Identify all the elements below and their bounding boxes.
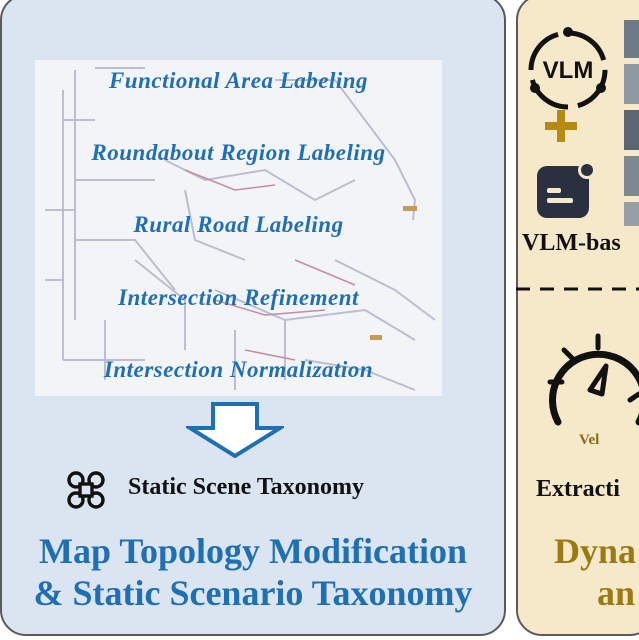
velocity-label: Vel xyxy=(579,432,600,448)
plus-icon xyxy=(545,110,577,142)
static-scene-taxonomy-label: Static Scene Taxonomy xyxy=(128,474,365,500)
image-thumbnails xyxy=(624,20,639,226)
vlm-based-label: VLM-bas xyxy=(522,230,621,256)
speedometer-icon xyxy=(547,333,639,426)
vlm-icon-text: VLM xyxy=(543,57,594,84)
dynamic-analysis-panel xyxy=(516,0,639,636)
section-divider xyxy=(516,287,639,291)
step-roundabout-region: Roundabout Region Labeling xyxy=(91,140,386,165)
left-title-line1: Map Topology Modification xyxy=(38,531,468,571)
document-icon xyxy=(537,161,596,218)
left-title-line2: & Static Scenario Taxonomy xyxy=(33,573,473,613)
step-functional-area: Functional Area Labeling xyxy=(108,68,369,93)
labeling-steps: Functional Area Labeling Roundabout Regi… xyxy=(35,60,442,396)
down-arrow-icon xyxy=(186,402,284,458)
step-intersection-normalization: Intersection Normalization xyxy=(103,357,374,382)
command-key-icon xyxy=(67,471,105,509)
extraction-label: Extracti xyxy=(536,476,620,502)
right-title-line2: an xyxy=(597,573,636,613)
road-network-graphic xyxy=(45,67,436,391)
step-rural-road: Rural Road Labeling xyxy=(133,212,344,237)
step-intersection-refinement: Intersection Refinement xyxy=(118,285,359,310)
road-map-image: Functional Area Labeling Roundabout Regi… xyxy=(35,60,442,396)
vlm-icon: VLM xyxy=(528,27,608,110)
right-title-line1: Dyna xyxy=(554,531,637,571)
